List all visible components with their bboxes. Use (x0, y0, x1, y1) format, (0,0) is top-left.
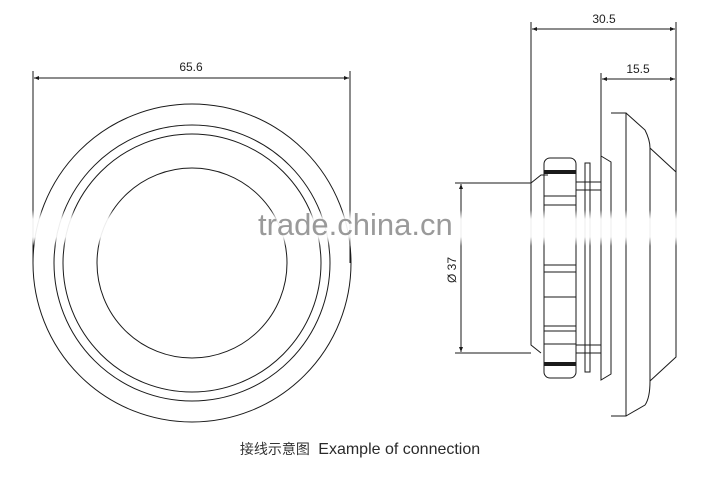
hex-nut (543, 157, 577, 379)
width-dimension-label: 65.6 (179, 60, 203, 74)
figure-caption: 接线示意图 Example of connection (0, 439, 720, 459)
flange-depth-label: 15.5 (626, 62, 650, 76)
outer-bezel-circle (32, 103, 352, 423)
inner-ring-circle (62, 133, 322, 393)
bezel-ring-circle (53, 124, 331, 402)
washer (584, 162, 591, 373)
diameter-label: Ø 37 (445, 257, 459, 283)
watermark-band (20, 210, 700, 246)
caption-english: Example of connection (318, 441, 481, 458)
lens-circle (96, 167, 288, 359)
overall-depth-label: 30.5 (592, 12, 616, 26)
front-view (32, 71, 352, 423)
watermark-text: trade.china.cn (258, 207, 453, 242)
side-view (455, 22, 677, 417)
bezel-profile (625, 112, 677, 417)
gasket (600, 155, 612, 381)
front-bezel (611, 112, 627, 417)
caption-chinese: 接线示意图 (239, 441, 310, 457)
